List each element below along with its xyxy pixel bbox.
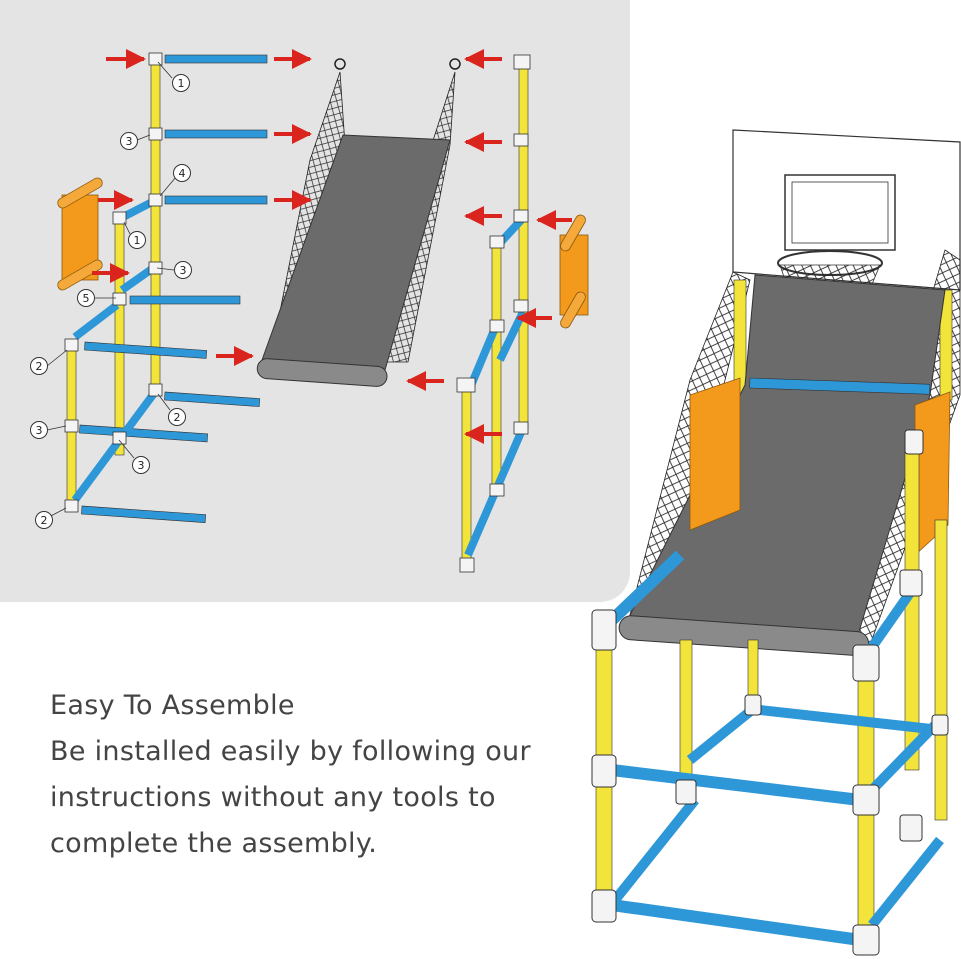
caption-line-1: Be installed easily by following our: [50, 736, 531, 767]
caption-block: Easy To Assemble Be installed easily by …: [50, 683, 590, 867]
left-frame-exploded: [64, 52, 268, 523]
caption-title: Easy To Assemble: [50, 690, 295, 721]
callout-3: 4: [179, 167, 186, 180]
callout-11: 2: [41, 514, 48, 527]
callout-5: 3: [180, 264, 187, 277]
caption-line-3: complete the assembly.: [50, 828, 378, 859]
caption-line-2: instructions without any tools to: [50, 782, 496, 813]
callout-10: 3: [138, 459, 145, 472]
assembly-arrows: [92, 49, 572, 444]
callout-1: 1: [178, 77, 185, 90]
net-ramp-exploded: [256, 58, 461, 387]
right-board-exploded: [559, 214, 589, 329]
callout-2: 3: [126, 135, 133, 148]
callout-6: 5: [83, 292, 90, 305]
callout-7: 2: [36, 360, 43, 373]
right-frame-exploded: [456, 54, 531, 573]
callout-9: 3: [36, 424, 43, 437]
left-board-exploded: [57, 177, 103, 291]
callout-8: 2: [174, 411, 181, 424]
callout-markers: [30, 74, 192, 529]
assembled-product: [591, 129, 961, 956]
callout-4: 1: [134, 234, 141, 247]
